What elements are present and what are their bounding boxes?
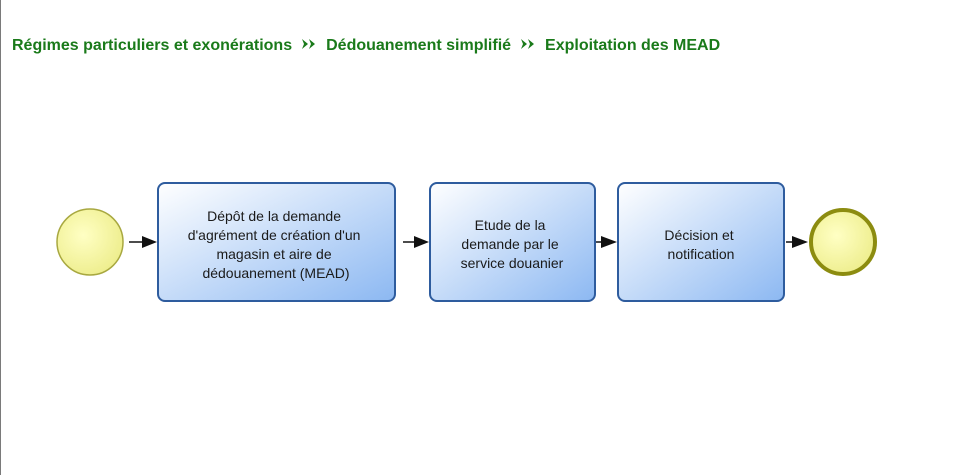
task-etude-demande[interactable]: Etude de la demande par le service douan… <box>429 182 596 302</box>
breadcrumb: Régimes particuliers et exonérations Déd… <box>12 36 720 56</box>
breadcrumb-item-regimes[interactable]: Régimes particuliers et exonérations <box>12 37 293 54</box>
connector-task3-to-end <box>786 236 808 248</box>
breadcrumb-item-dedouanement[interactable]: Dédouanement simplifié <box>326 37 512 54</box>
double-chevron-right-icon <box>302 39 316 49</box>
double-chevron-right-icon <box>521 39 535 49</box>
connector-task1-to-task2 <box>403 236 429 248</box>
task-etude-demande-label: Etude de la demande par le service douan… <box>461 217 564 271</box>
left-border <box>0 0 1 475</box>
start-event[interactable] <box>56 208 124 276</box>
task-decision-notification[interactable]: Décision et notification <box>617 182 785 302</box>
connector-task2-to-task3 <box>596 236 617 248</box>
task-depot-demande[interactable]: Dépôt de la demande d'agrément de créati… <box>157 182 396 302</box>
breadcrumb-item-exploitation-mead[interactable]: Exploitation des MEAD <box>545 37 721 54</box>
task-decision-notification-label: Décision et notification <box>664 227 737 262</box>
task-depot-demande-label: Dépôt de la demande d'agrément de créati… <box>188 208 365 281</box>
end-event[interactable] <box>809 208 877 276</box>
connector-start-to-task1 <box>129 236 157 248</box>
